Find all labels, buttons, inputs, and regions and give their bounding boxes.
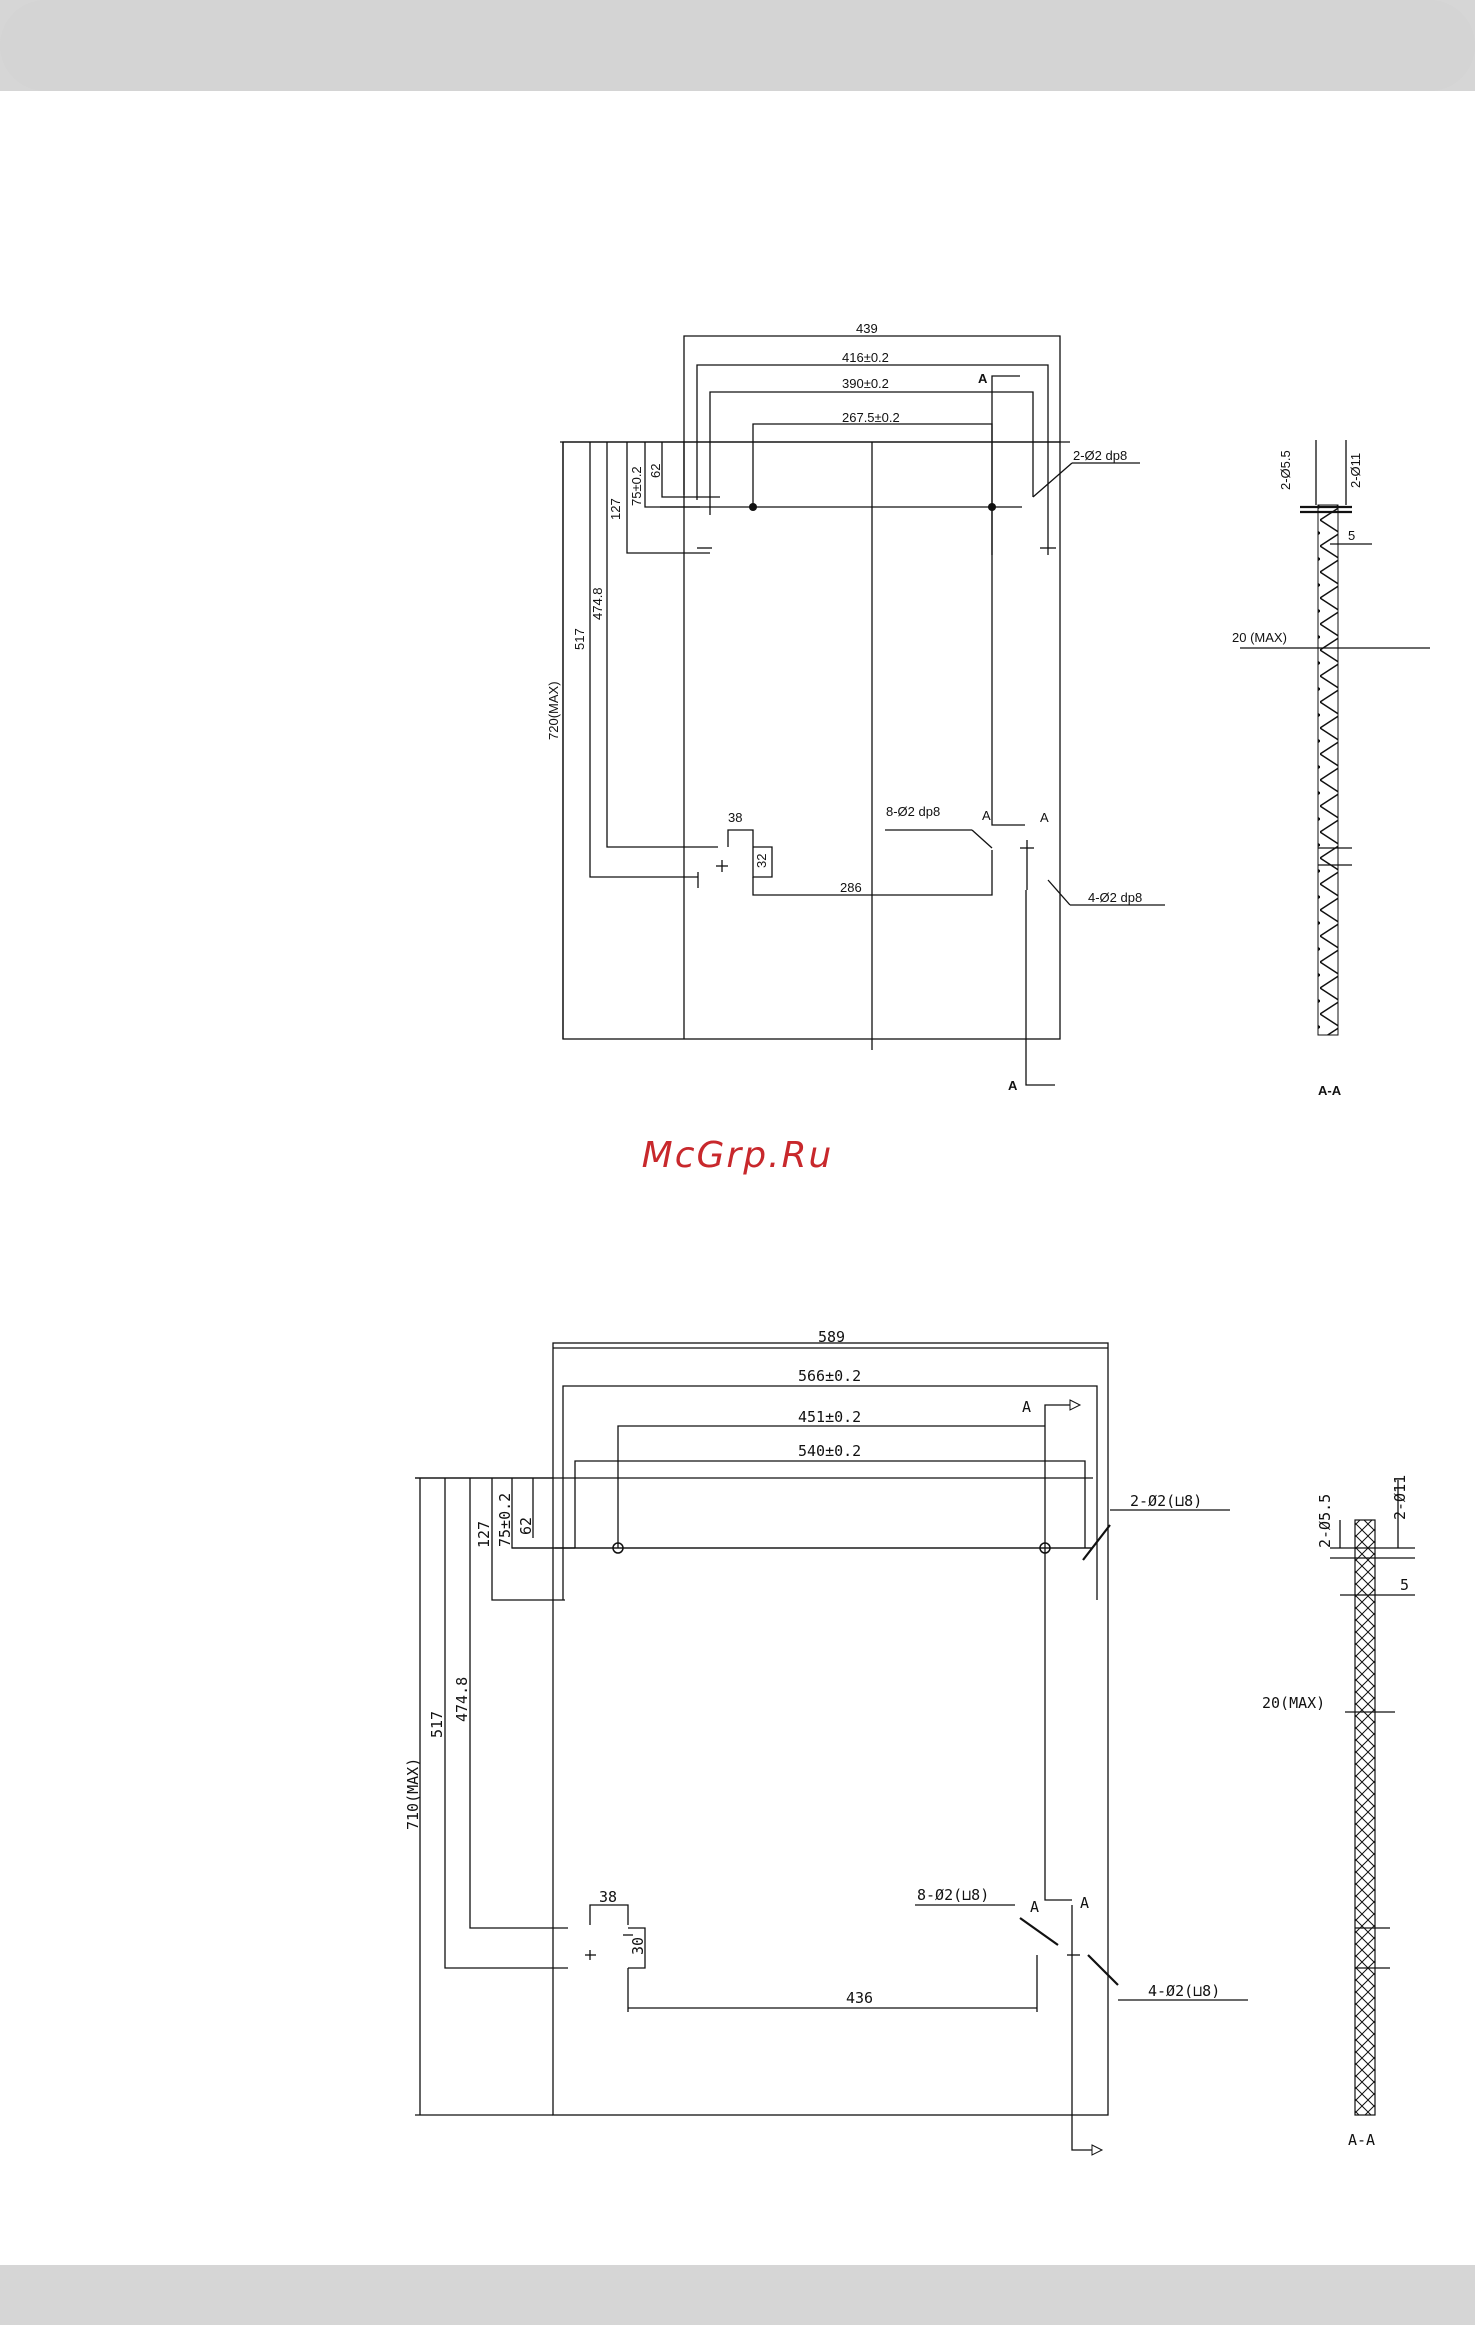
section-mark-a-mid2: A	[1080, 1894, 1089, 1912]
dim-589: 589	[818, 1328, 845, 1346]
section-d11: 2-Ø11	[1391, 1475, 1409, 1520]
footer-bar	[0, 2265, 1475, 2325]
section-arrow-head-top	[1070, 1400, 1080, 1410]
section-arrow-top	[1045, 1405, 1070, 1548]
dim-62: 62	[517, 1517, 535, 1535]
dim-line-75	[512, 1478, 575, 1548]
mid-hole-leader	[1020, 1918, 1058, 1945]
bottom-hole-leader	[1088, 1955, 1118, 1985]
dim-436: 436	[846, 1989, 873, 2007]
callout-bottom-holes: 4-Ø2(⊔8)	[1148, 1982, 1220, 2000]
section-mark-a-top: A	[1022, 1398, 1031, 1416]
dim-517: 517	[428, 1711, 446, 1738]
section-mark-a-mid1: A	[1030, 1898, 1039, 1916]
callout-mid-holes: 8-Ø2(⊔8)	[917, 1886, 989, 1904]
dim-566: 566±0.2	[798, 1367, 861, 1385]
section-arrow-bottom	[1072, 1905, 1092, 2150]
dim-75: 75±0.2	[496, 1493, 514, 1547]
dim-notch-30: 30	[629, 1937, 647, 1955]
section-t5: 5	[1400, 1576, 1409, 1594]
dim-line-517	[445, 1478, 568, 1968]
dim-540: 540±0.2	[798, 1442, 861, 1460]
notch-dim-38	[590, 1905, 628, 1925]
callout-top-holes: 2-Ø2(⊔8)	[1130, 1492, 1202, 1510]
dim-notch-38: 38	[599, 1888, 617, 1906]
dim-127: 127	[475, 1521, 493, 1548]
dim-710: 710(MAX)	[404, 1758, 422, 1830]
dim-451: 451±0.2	[798, 1408, 861, 1426]
section-title: A-A	[1348, 2131, 1375, 2149]
section-arrow-head-bottom	[1092, 2145, 1102, 2155]
right-vertical-line	[1045, 1548, 1072, 1900]
dim-line-540	[575, 1461, 1085, 1548]
dim-474: 474.8	[453, 1677, 471, 1722]
section-t20: 20(MAX)	[1262, 1694, 1325, 1712]
section-d55: 2-Ø5.5	[1316, 1494, 1334, 1548]
